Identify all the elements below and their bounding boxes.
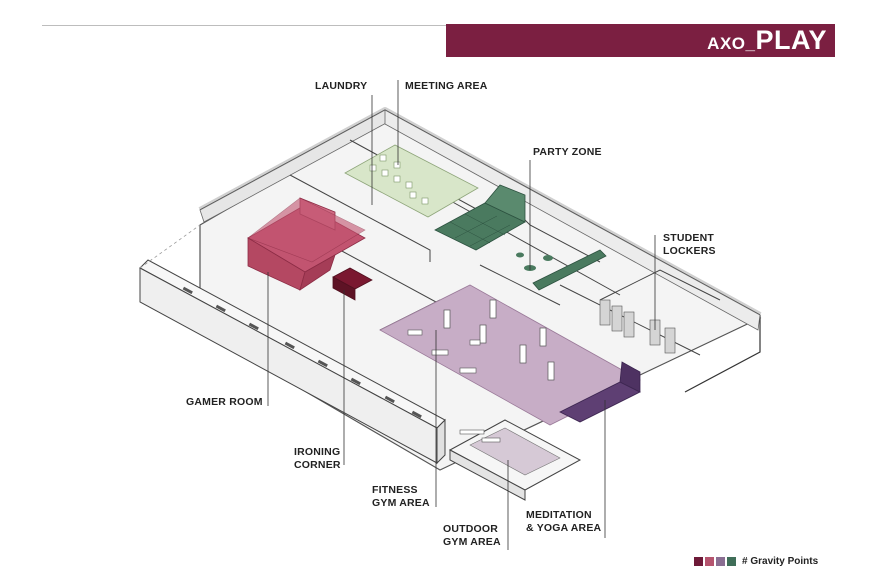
meditation-wall <box>619 361 641 393</box>
gamer-room-wall-right <box>299 254 336 291</box>
legend-swatch-2 <box>705 557 714 567</box>
outer-wall-east-face <box>384 109 761 331</box>
label-laundry: LAUNDRY <box>315 80 368 92</box>
header-rule <box>42 25 446 26</box>
label-student-lockers-line2: LOCKERS <box>663 245 716 257</box>
outer-wall-east <box>684 315 761 393</box>
page-title: AXO_PLAY <box>707 25 827 56</box>
label-outdoor-line2: GYM AREA <box>443 536 501 548</box>
corridor-wing-end <box>436 418 446 465</box>
label-meditation: MEDITATION& YOGA AREA <box>526 509 601 535</box>
label-party-zone: PARTY ZONE <box>533 146 602 158</box>
legend-swatch-1 <box>694 557 703 567</box>
title-banner: AXO_PLAY <box>446 24 835 57</box>
fitness-equipment <box>407 329 481 374</box>
label-fitness-line2: GYM AREA <box>372 497 430 509</box>
title-prefix: AXO_ <box>707 34 756 53</box>
legend: # Gravity Points <box>694 553 819 568</box>
label-meeting-area: MEETING AREA <box>405 80 488 92</box>
meeting-furniture <box>369 154 429 205</box>
corridor-windows <box>182 286 422 419</box>
label-meditation-line2: & YOGA AREA <box>526 522 602 534</box>
label-gamer-room: GAMER ROOM <box>186 396 263 408</box>
ironing-corner-face <box>332 276 356 301</box>
fitness-columns <box>443 299 555 381</box>
dashed-connector <box>139 224 201 269</box>
outdoor-gym-benches <box>459 429 501 443</box>
legend-swatch-4 <box>727 557 736 567</box>
label-student-lockers-line1: STUDENT <box>663 232 714 244</box>
student-lockers <box>599 299 676 354</box>
leader-lines <box>267 80 656 550</box>
label-ironing-line2: CORNER <box>294 459 341 471</box>
label-outdoor-line1: OUTDOOR <box>443 523 499 535</box>
gamer-room-top <box>247 197 366 263</box>
party-zone-wall <box>484 184 526 223</box>
label-ironing-line1: IRONING <box>294 446 341 458</box>
label-meditation-line1: MEDITATION <box>526 509 592 521</box>
legend-swatch-3 <box>716 557 725 567</box>
party-zone-grid <box>449 213 511 247</box>
party-zone-bar <box>532 249 607 291</box>
meeting-area-zone <box>344 144 479 218</box>
legend-text: # Gravity Points <box>742 556 819 568</box>
outdoor-gym-face <box>449 449 526 501</box>
title-main: PLAY <box>755 25 827 55</box>
label-fitness-line1: FITNESS <box>372 484 418 496</box>
party-zone-objects <box>516 252 553 271</box>
